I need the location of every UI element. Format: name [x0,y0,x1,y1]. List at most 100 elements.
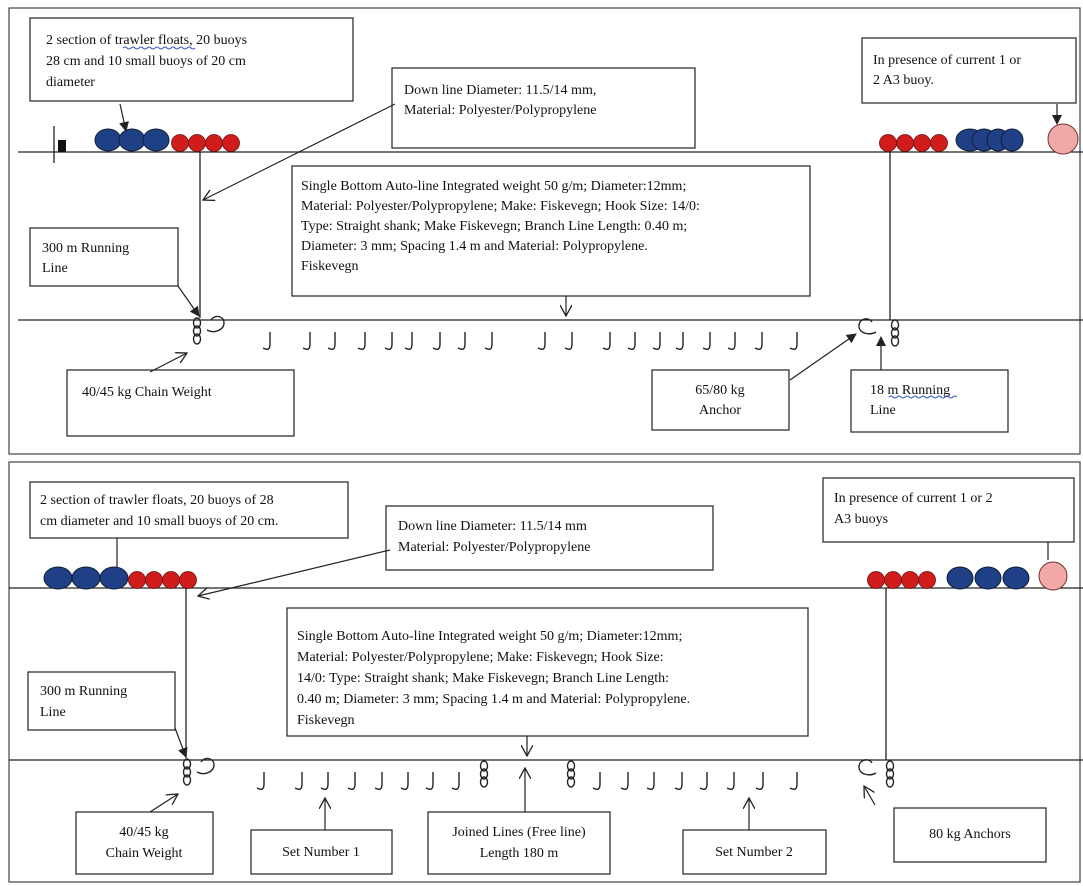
top-right-anchor-hook-icon [858,318,877,335]
bottom-running-line-left-line-1: 300 m Running [40,684,127,699]
top-chain-weight-label: 40/45 kg Chain Weight [82,385,212,400]
bottom-left-float-group [43,566,197,590]
bottom-downline-note-line-1: Down line Diameter: 11.5/14 mm [398,519,587,534]
top-autoline-note-line-2: Material: Polyester/Polypropylene; Make:… [301,199,700,214]
top-right-chain-icon [890,319,900,347]
branch-hook-icon [357,332,366,351]
set-number-1-box [250,829,393,875]
bottom-right-float-group [867,561,1068,591]
blue-buoy-icon [1000,128,1024,152]
top-running-line-left-box [29,227,179,287]
bottom-panel-frame [8,461,1081,883]
top-floats-note-box [29,17,354,102]
top-left-anchor-hook-icon [206,315,225,333]
blue-buoy-icon [99,566,129,590]
top-anchor-box [651,369,790,431]
branch-hook-icon [699,772,708,791]
red-buoy-icon [918,571,936,589]
top-autoline-note-line-1: Single Bottom Auto-line Integrated weigh… [301,179,686,194]
bottom-downline-arrow [198,549,391,596]
top-anchor-line-1: 65/80 kg [695,383,744,398]
red-buoy-icon [179,571,197,589]
joined-line-chain-left-icon [479,760,489,788]
bottom-right-anchor-hook-icon [858,759,877,776]
top-running-line-right-line-2: Line [870,403,896,418]
red-buoy-icon [128,571,146,589]
red-buoy-icon [222,134,240,152]
top-chain-weight-box [66,369,295,437]
blue-buoy-icon [1002,566,1030,590]
top-autoline-note-line-4: Diameter: 3 mm; Spacing 1.4 m and Materi… [301,239,648,254]
top-running-line-right-line-1: 18 m Running [870,383,950,398]
bottom-running-line-left-line-2: Line [40,705,66,720]
blue-buoy-icon [946,566,974,590]
top-floats-arrow [119,103,129,132]
branch-hook-icon [537,332,546,351]
branch-hook-icon [592,772,601,791]
top-downline-note-line-2: Material: Polyester/Polypropylene [404,103,596,118]
top-hook-row [262,332,798,351]
red-buoy-icon [913,134,931,152]
top-running-line-left-line-2: Line [42,261,68,276]
branch-hook-icon [564,332,573,351]
red-buoy-icon [867,571,885,589]
branch-hook-icon [294,772,303,791]
branch-hook-icon [702,332,711,351]
red-buoy-icon [901,571,919,589]
top-anchor-arrow [789,333,857,381]
branch-hook-icon [620,772,629,791]
set-number-2-box [682,829,827,875]
branch-hook-icon [374,772,383,791]
bottom-floats-note-box [29,481,349,539]
red-buoy-icon [930,134,948,152]
red-buoy-icon [205,134,223,152]
top-current-note-box [861,37,1077,104]
bottom-autoline-note-line-3: 14/0: Type: Straight shank; Make Fiskeve… [297,671,669,686]
top-chain-weight-icon [192,317,202,345]
bottom-running-line-arrow [174,727,188,758]
spell-check-squiggle [888,395,958,399]
top-downline-note-line-1: Down line Diameter: 11.5/14 mm, [404,83,596,98]
blue-buoy-icon [974,566,1002,590]
top-chain-weight-arrow [149,353,187,373]
branch-hook-icon [727,332,736,351]
bottom-current-note-line-1: In presence of current 1 or 2 [834,491,993,506]
bottom-downline-note-box [385,505,714,571]
bottom-floats-note-line-2: cm diameter and 10 small buoys of 20 cm. [40,514,278,529]
top-left-float-group [94,128,240,152]
branch-hook-icon [646,772,655,791]
set-number-1-label: Set Number 1 [282,845,360,860]
blue-buoy-icon [71,566,101,590]
red-buoy-icon [171,134,189,152]
bottom-left-anchor-hook-icon [196,757,215,775]
branch-hook-icon [755,772,764,791]
branch-hook-icon [484,332,493,351]
branch-hook-icon [674,772,683,791]
branch-hook-icon [327,332,336,351]
top-current-note-line-2: 2 A3 buoy. [873,73,934,88]
joined-lines-line-1: Joined Lines (Free line) [452,825,586,840]
joined-line-chain-right-icon [566,760,576,788]
blue-buoy-icon [142,128,170,152]
top-running-line-right-box [850,369,1009,433]
branch-hook-icon [404,332,413,351]
branch-hook-icon [602,332,611,351]
branch-hook-icon [627,332,636,351]
branch-hook-icon [754,332,763,351]
bottom-autoline-note-line-4: 0.40 m; Diameter: 3 mm; Spacing 1.4 m an… [297,692,690,707]
bottom-chain-weight-box [75,811,214,875]
branch-hook-icon [789,332,798,351]
top-running-line-arrow [177,285,200,317]
branch-hook-icon [789,772,798,791]
branch-hook-icon [384,332,393,351]
flag-marker-icon [53,126,66,163]
bottom-floats-note-line-1: 2 section of trawler floats, 20 buoys of… [40,493,274,508]
anchors-label: 80 kg Anchors [929,827,1011,842]
bottom-current-note-box [822,477,1075,543]
branch-hook-icon [400,772,409,791]
branch-hook-icon [451,772,460,791]
top-current-note-line-1: In presence of current 1 or [873,53,1021,68]
top-autoline-note-box [291,165,811,297]
anchors-box [893,807,1047,863]
branch-hook-icon [675,332,684,351]
